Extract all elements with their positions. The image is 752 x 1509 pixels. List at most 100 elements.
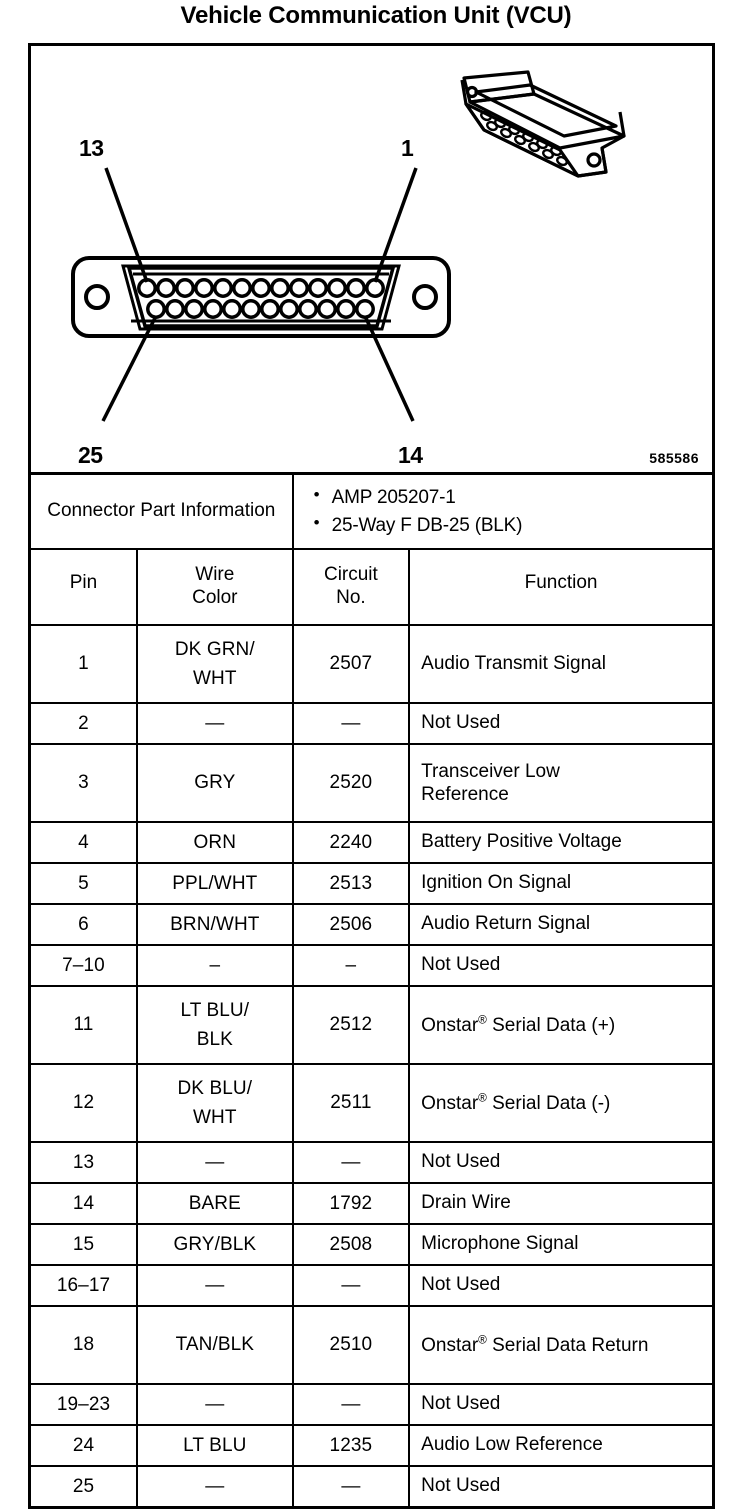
wire-color-line1: LT BLU/: [180, 999, 250, 1021]
cell-pin: 13: [28, 1141, 138, 1185]
figure-reference-number: 585586: [649, 450, 699, 466]
cell-wire-color: BARE: [135, 1182, 294, 1226]
cell-circuit-no: 1792: [291, 1182, 411, 1226]
function-line1: Transceiver Low: [421, 760, 560, 782]
cell-circuit-no: —: [291, 1141, 411, 1185]
wire-color-line1: DK GRN/: [174, 638, 255, 660]
column-header-pin: Pin: [28, 548, 138, 627]
cell-function: Onstar® Serial Data (-): [408, 1063, 715, 1144]
column-header-circuit-line2: No.: [336, 587, 366, 609]
cell-function: Audio Return Signal: [408, 903, 715, 947]
brand-name: Onstar: [421, 1334, 479, 1356]
table-row: 25——Not Used: [28, 1465, 715, 1509]
cell-wire-color: TAN/BLK: [135, 1305, 294, 1386]
cell-pin: 12: [28, 1063, 138, 1144]
cell-pin: 25: [28, 1465, 138, 1509]
connector-part-info-label: Connector Part Information: [28, 472, 294, 551]
brand-name: Onstar: [421, 1014, 479, 1036]
cell-function: Drain Wire: [408, 1182, 715, 1226]
cell-circuit-no: —: [291, 1383, 411, 1427]
wire-color-line2: WHT: [193, 1107, 237, 1129]
connector-part-info-list: AMP 205207-1 25-Way F DB-25 (BLK): [310, 483, 712, 540]
cell-circuit-no: —: [291, 1264, 411, 1308]
column-header-wire-line1: Wire: [195, 564, 235, 586]
table-row: 19–23——Not Used: [28, 1383, 715, 1427]
cell-pin: 18: [28, 1305, 138, 1386]
cell-function: Not Used: [408, 1264, 715, 1308]
cell-wire-color: ORN: [135, 821, 294, 865]
cell-function: Microphone Signal: [408, 1223, 715, 1267]
cell-pin: 14: [28, 1182, 138, 1226]
cell-function: Audio Low Reference: [408, 1424, 715, 1468]
cell-circuit-no: 2507: [291, 624, 411, 705]
cell-circuit-no: —: [291, 702, 411, 746]
cell-pin: 3: [28, 743, 138, 824]
registered-trademark-icon: ®: [478, 1091, 487, 1105]
cell-pin: 15: [28, 1223, 138, 1267]
cell-circuit-no: 2512: [291, 985, 411, 1066]
cell-pin: 2: [28, 702, 138, 746]
cell-circuit-no: –: [291, 944, 411, 988]
cell-circuit-no: 2513: [291, 862, 411, 906]
cell-pin: 5: [28, 862, 138, 906]
db25-connector-isometric-icon: [460, 70, 626, 178]
cell-function: Audio Transmit Signal: [408, 624, 715, 705]
cell-wire-color: BRN/WHT: [135, 903, 294, 947]
cell-circuit-no: 2508: [291, 1223, 411, 1267]
cell-function: Not Used: [408, 702, 715, 746]
cell-circuit-no: 1235: [291, 1424, 411, 1468]
cell-pin: 16–17: [28, 1264, 138, 1308]
function-line2: Reference: [421, 784, 509, 806]
column-header-wire-color: Wire Color: [135, 548, 294, 627]
table-row: 2——Not Used: [28, 702, 715, 746]
cell-wire-color: DK GRN/WHT: [135, 624, 294, 705]
cell-function: Not Used: [408, 1141, 715, 1185]
cell-wire-color: GRY/BLK: [135, 1223, 294, 1267]
wire-color-line2: BLK: [196, 1029, 233, 1051]
brand-name: Onstar: [421, 1092, 479, 1114]
cell-function: Not Used: [408, 1465, 715, 1509]
registered-trademark-icon: ®: [478, 1013, 487, 1027]
connector-part-info-item: 25-Way F DB-25 (BLK): [314, 511, 712, 540]
cell-wire-color: —: [135, 1383, 294, 1427]
cell-wire-color: PPL/WHT: [135, 862, 294, 906]
pin-callout-13: 13: [79, 135, 104, 161]
cell-wire-color: —: [135, 1465, 294, 1509]
cell-circuit-no: 2240: [291, 821, 411, 865]
cell-circuit-no: —: [291, 1465, 411, 1509]
cell-pin: 24: [28, 1424, 138, 1468]
cell-wire-color: –: [135, 944, 294, 988]
column-header-circuit-line1: Circuit: [323, 564, 378, 586]
cell-pin: 1: [28, 624, 138, 705]
cell-pin: 4: [28, 821, 138, 865]
wire-color-line2: WHT: [193, 668, 237, 690]
connector-part-info-item: AMP 205207-1: [314, 483, 712, 512]
table-row: 16–17——Not Used: [28, 1264, 715, 1308]
connector-pinout-table: Connector Part Information AMP 205207-1 …: [28, 472, 715, 1509]
page-title: Vehicle Communication Unit (VCU): [180, 2, 572, 29]
cell-wire-color: DK BLU/WHT: [135, 1063, 294, 1144]
function-text: Serial Data Return: [486, 1334, 649, 1356]
cell-function: Onstar® Serial Data (+): [408, 985, 715, 1066]
cell-wire-color: —: [135, 1141, 294, 1185]
column-header-wire-line2: Color: [192, 587, 238, 609]
cell-circuit-no: 2511: [291, 1063, 411, 1144]
cell-wire-color: —: [135, 1264, 294, 1308]
table-row: 13——Not Used: [28, 1141, 715, 1185]
cell-function: Onstar® Serial Data Return: [408, 1305, 715, 1386]
connector-part-info-row: Connector Part Information AMP 205207-1 …: [28, 472, 715, 551]
cell-pin: 19–23: [28, 1383, 138, 1427]
connector-part-info-values: AMP 205207-1 25-Way F DB-25 (BLK): [291, 472, 715, 551]
function-text: Serial Data (+): [486, 1014, 616, 1036]
cell-function: Ignition On Signal: [408, 862, 715, 906]
